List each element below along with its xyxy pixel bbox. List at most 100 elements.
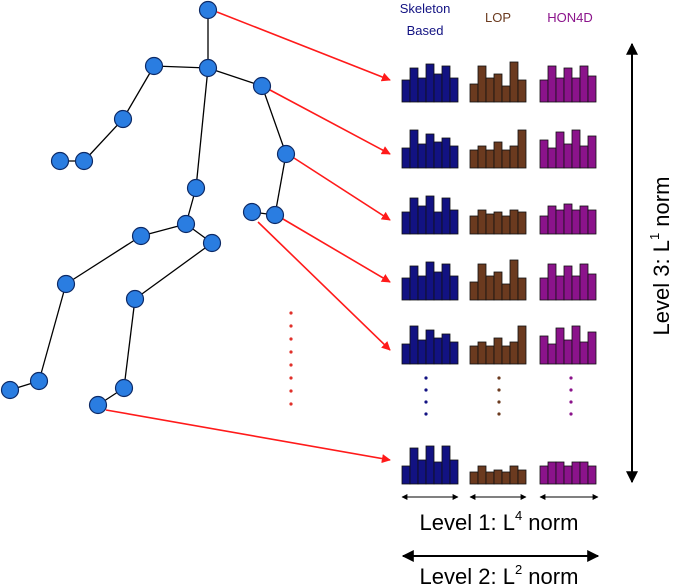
bone	[134, 242, 213, 300]
histogram-bar	[501, 283, 511, 301]
histogram-hon4d	[539, 461, 597, 485]
histogram-bar	[517, 211, 527, 235]
histogram-bar	[449, 275, 459, 301]
histogram-bar	[433, 271, 443, 301]
histogram-bar	[517, 469, 527, 485]
histogram-bar	[485, 471, 495, 485]
joint-node	[113, 109, 133, 129]
histogram-lop	[469, 61, 527, 103]
histogram-bar	[485, 213, 495, 235]
histogram-bar	[539, 465, 549, 485]
histogram-bar	[409, 129, 419, 169]
bone	[195, 67, 209, 189]
histogram-bar	[547, 343, 557, 365]
bone	[207, 67, 263, 87]
joint-node	[198, 0, 218, 20]
histogram-bar	[555, 77, 565, 103]
ellipsis-dot	[497, 388, 501, 392]
bone	[123, 298, 136, 389]
joint-node	[252, 76, 272, 96]
histogram-bar	[579, 205, 589, 235]
histogram-bar	[509, 465, 519, 485]
ellipsis-dot	[569, 376, 573, 380]
histogram-lop	[469, 259, 527, 301]
histogram-bar	[563, 265, 573, 301]
histogram-bar	[401, 343, 411, 365]
histogram-bar	[425, 329, 435, 365]
arrow	[269, 89, 391, 155]
histogram-bar	[469, 215, 479, 235]
ellipsis-dot	[497, 412, 501, 416]
histogram-bar	[425, 445, 435, 485]
ellipsis-dot	[424, 400, 428, 404]
arrow	[216, 11, 391, 82]
histogram-bar	[485, 77, 495, 103]
histogram-bar	[409, 67, 419, 103]
histogram-bar	[441, 445, 451, 485]
histogram-bar	[409, 197, 419, 235]
histogram-bar	[401, 79, 411, 103]
histogram-bar	[493, 141, 503, 169]
ellipsis-dot	[289, 363, 293, 367]
bone	[274, 153, 287, 216]
histogram-bar	[571, 209, 581, 235]
arrow	[105, 409, 391, 464]
joint-node	[56, 274, 76, 294]
histogram-bar	[501, 471, 511, 485]
histogram-bar	[433, 73, 443, 103]
ellipsis-dot	[497, 400, 501, 404]
histogram-bar	[477, 341, 487, 365]
histogram-bar	[547, 147, 557, 169]
histogram-bar	[469, 345, 479, 365]
histogram-bar	[501, 215, 511, 235]
histogram-bar	[579, 145, 589, 169]
histogram-bar	[469, 281, 479, 301]
histogram-bar	[441, 197, 451, 235]
ellipsis-dot	[497, 376, 501, 380]
histogram-bar	[477, 209, 487, 235]
histogram-bar	[425, 133, 435, 169]
histogram-bar	[433, 337, 443, 365]
arrow	[293, 157, 391, 221]
ellipsis-dot	[289, 376, 293, 380]
histogram-bar	[401, 465, 411, 485]
histogram-bar	[539, 215, 549, 235]
histogram-bar	[493, 271, 503, 301]
histogram-bar	[555, 209, 565, 235]
bone	[83, 118, 124, 162]
histogram-bar	[579, 461, 589, 485]
ellipsis-dot	[569, 400, 573, 404]
histogram-bar	[547, 205, 557, 235]
joint-node	[176, 214, 196, 234]
histogram-bar	[425, 63, 435, 103]
joint-node	[88, 395, 108, 415]
histogram-bar	[417, 77, 427, 103]
histogram-bar	[587, 331, 597, 365]
histogram-bar	[555, 131, 565, 169]
histogram-bar	[517, 79, 527, 103]
joint-node	[114, 378, 134, 398]
ellipsis-dot	[424, 412, 428, 416]
histogram-bar	[501, 85, 511, 103]
bone	[38, 283, 67, 382]
histogram-bar	[493, 211, 503, 235]
histogram-bar	[587, 273, 597, 301]
ellipsis-dot	[289, 350, 293, 354]
skeleton-joints	[0, 0, 296, 415]
histogram-bar	[425, 195, 435, 235]
histogram-skeleton	[401, 129, 459, 169]
histogram-bar	[517, 129, 527, 169]
histogram-bar	[579, 65, 589, 103]
joint-node	[0, 380, 20, 400]
histogram-bar	[509, 209, 519, 235]
histogram-hon4d	[539, 203, 597, 235]
histogram-bar	[477, 263, 487, 301]
histogram-grid	[401, 61, 597, 485]
histogram-bar	[555, 275, 565, 301]
histogram-bar	[449, 341, 459, 365]
histogram-bar	[509, 61, 519, 103]
histogram-lop	[469, 465, 527, 485]
histogram-bar	[587, 465, 597, 485]
histogram-bar	[501, 345, 511, 365]
histogram-bar	[441, 137, 451, 169]
